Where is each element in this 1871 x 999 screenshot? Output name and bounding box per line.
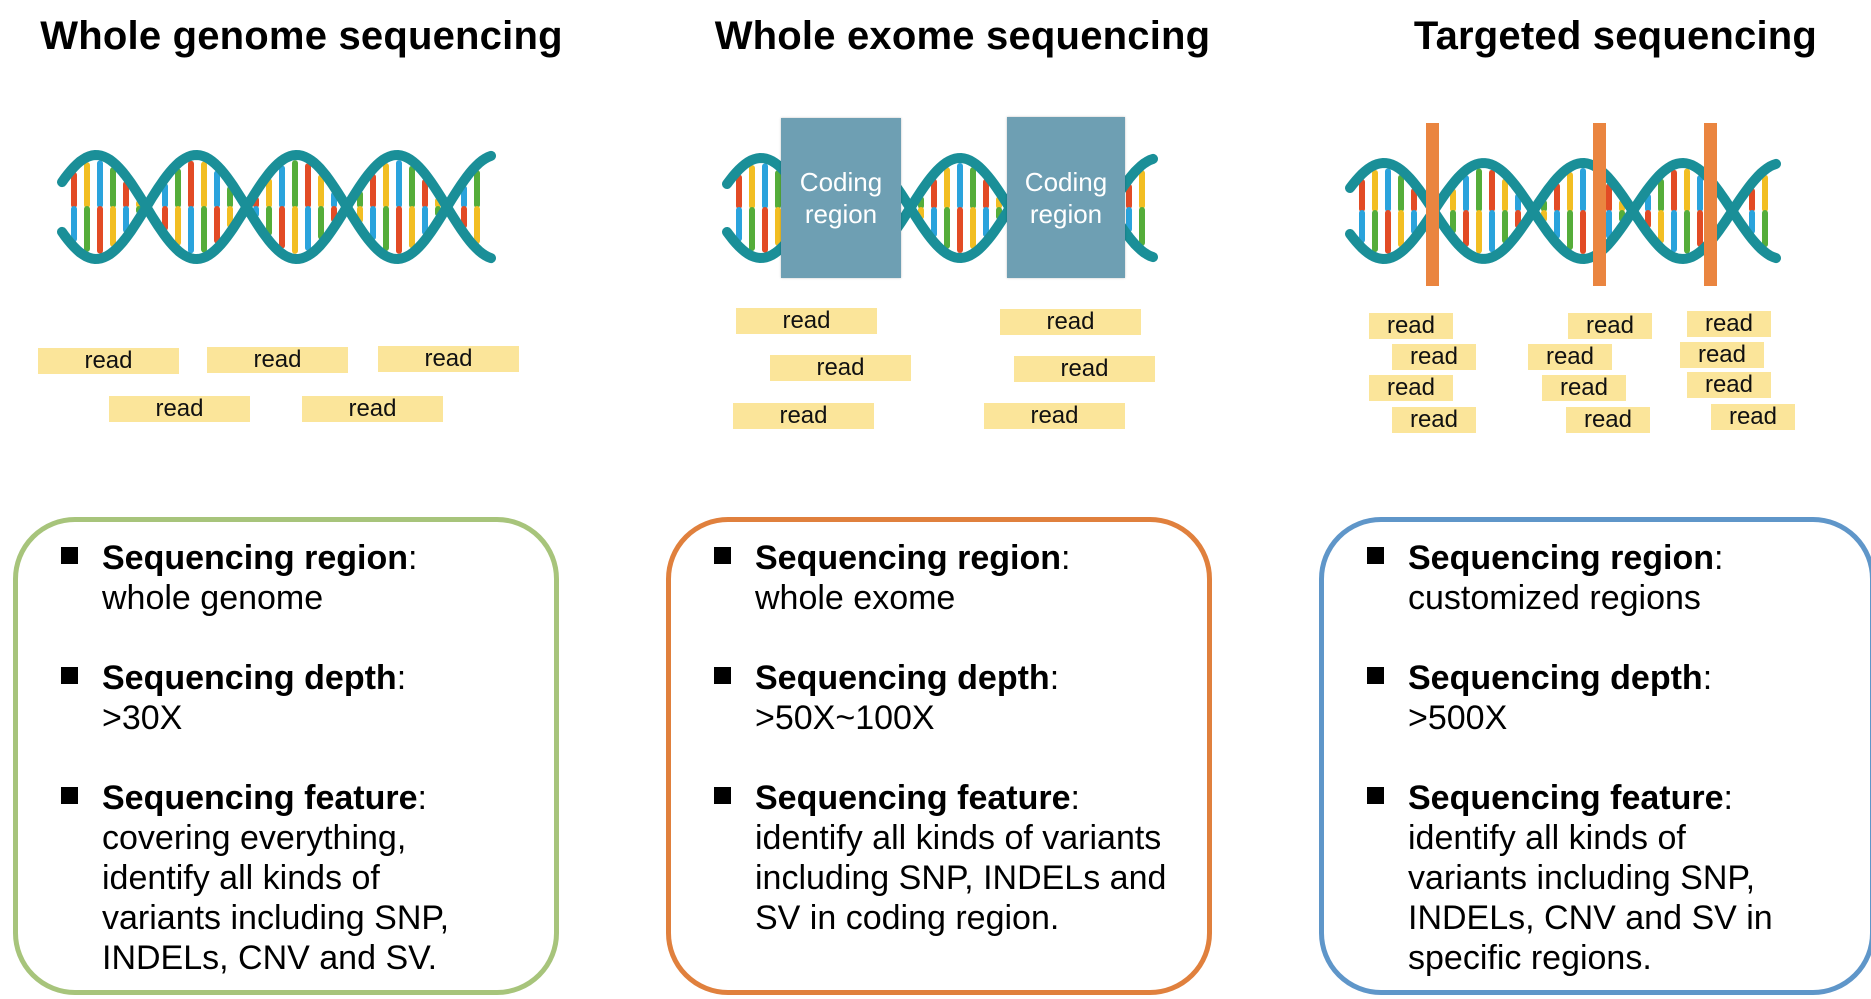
item-value: >30X bbox=[102, 699, 183, 737]
read-block: read bbox=[1369, 313, 1453, 339]
item-label: Sequencing feature bbox=[755, 779, 1071, 817]
item-label: Sequencing region bbox=[102, 539, 409, 577]
bullet-icon bbox=[1367, 547, 1384, 564]
panel-title: Targeted sequencing bbox=[1413, 14, 1818, 58]
panel-title: Whole exome sequencing bbox=[714, 14, 1211, 58]
item-sequencing-region: Sequencing region: whole genome bbox=[61, 538, 544, 618]
read-block: read bbox=[1680, 342, 1764, 368]
info-box: Sequencing region: whole genome Sequenci… bbox=[13, 517, 559, 995]
bullet-icon bbox=[1367, 667, 1384, 684]
coding-region-box: Coding region bbox=[1007, 117, 1125, 278]
panel-whole-genome: Whole genome sequencing read read read r… bbox=[0, 0, 623, 999]
item-value: whole exome bbox=[755, 579, 956, 617]
item-sequencing-depth: Sequencing depth: >500X bbox=[1367, 658, 1860, 738]
item-sequencing-region: Sequencing region: whole exome bbox=[714, 538, 1197, 618]
item-value: customized regions bbox=[1408, 579, 1701, 617]
info-box: Sequencing region: whole exome Sequencin… bbox=[666, 517, 1212, 995]
panel-targeted: Targeted sequencing read read read read … bbox=[1306, 0, 1871, 999]
bullet-icon bbox=[61, 787, 78, 804]
read-block: read bbox=[1568, 313, 1652, 339]
read-block: read bbox=[1000, 309, 1141, 335]
item-colon: : bbox=[1714, 539, 1724, 577]
item-colon: : bbox=[408, 539, 418, 577]
read-block: read bbox=[1528, 344, 1612, 370]
item-sequencing-depth: Sequencing depth: >30X bbox=[61, 658, 544, 738]
dna-helix-icon bbox=[1345, 157, 1781, 265]
item-label: Sequencing depth bbox=[755, 659, 1050, 697]
item-value: whole genome bbox=[102, 579, 324, 617]
read-block: read bbox=[109, 396, 250, 422]
item-label: Sequencing depth bbox=[102, 659, 397, 697]
coding-region-box: Coding region bbox=[781, 118, 901, 278]
read-block: read bbox=[984, 403, 1125, 429]
item-colon: : bbox=[396, 659, 407, 697]
target-region-marker bbox=[1593, 123, 1606, 286]
read-block: read bbox=[1392, 344, 1476, 370]
dna-helix-icon bbox=[57, 149, 496, 265]
item-colon: : bbox=[417, 779, 427, 817]
read-block: read bbox=[1014, 356, 1155, 382]
read-block: read bbox=[1711, 404, 1795, 430]
item-value: >500X bbox=[1408, 699, 1508, 737]
item-colon: : bbox=[1070, 779, 1080, 817]
item-sequencing-region: Sequencing region: customized regions bbox=[1367, 538, 1860, 618]
info-box: Sequencing region: customized regions Se… bbox=[1319, 517, 1871, 995]
read-block: read bbox=[1566, 407, 1650, 433]
item-sequencing-feature: Sequencing feature: covering everything,… bbox=[61, 778, 482, 978]
item-sequencing-feature: Sequencing feature: identify all kinds o… bbox=[714, 778, 1175, 938]
read-block: read bbox=[733, 403, 874, 429]
bullet-icon bbox=[1367, 787, 1384, 804]
bullet-icon bbox=[61, 547, 78, 564]
read-block: read bbox=[1392, 407, 1476, 433]
read-block: read bbox=[1369, 375, 1453, 401]
item-label: Sequencing feature bbox=[1408, 779, 1724, 817]
item-value: identify all kinds of variants including… bbox=[1408, 819, 1773, 977]
read-block: read bbox=[1542, 375, 1626, 401]
target-region-marker bbox=[1426, 123, 1439, 286]
item-label: Sequencing region bbox=[1408, 539, 1715, 577]
item-value: >50X~100X bbox=[755, 699, 935, 737]
bullet-icon bbox=[714, 547, 731, 564]
read-block: read bbox=[302, 396, 443, 422]
bullet-icon bbox=[714, 667, 731, 684]
read-block: read bbox=[770, 355, 911, 381]
bullet-icon bbox=[61, 667, 78, 684]
read-block: read bbox=[736, 308, 877, 334]
dna-helix-icon bbox=[722, 152, 1158, 264]
item-label: Sequencing depth bbox=[1408, 659, 1703, 697]
item-label: Sequencing region bbox=[755, 539, 1062, 577]
item-value: covering everything, identify all kinds … bbox=[102, 819, 450, 977]
item-colon: : bbox=[1061, 539, 1071, 577]
panel-title: Whole genome sequencing bbox=[40, 14, 563, 58]
bullet-icon bbox=[714, 787, 731, 804]
panel-whole-exome: Whole exome sequencing Coding region Cod… bbox=[653, 0, 1276, 999]
item-colon: : bbox=[1702, 659, 1713, 697]
item-sequencing-depth: Sequencing depth: >50X~100X bbox=[714, 658, 1197, 738]
item-value: identify all kinds of variants including… bbox=[755, 819, 1167, 937]
item-sequencing-feature: Sequencing feature: identify all kinds o… bbox=[1367, 778, 1808, 978]
item-colon: : bbox=[1723, 779, 1733, 817]
read-block: read bbox=[38, 348, 179, 374]
read-block: read bbox=[1687, 372, 1771, 398]
item-colon: : bbox=[1049, 659, 1060, 697]
target-region-marker bbox=[1704, 123, 1717, 286]
item-label: Sequencing feature bbox=[102, 779, 418, 817]
read-block: read bbox=[1687, 311, 1771, 337]
read-block: read bbox=[378, 346, 519, 372]
read-block: read bbox=[207, 347, 348, 373]
